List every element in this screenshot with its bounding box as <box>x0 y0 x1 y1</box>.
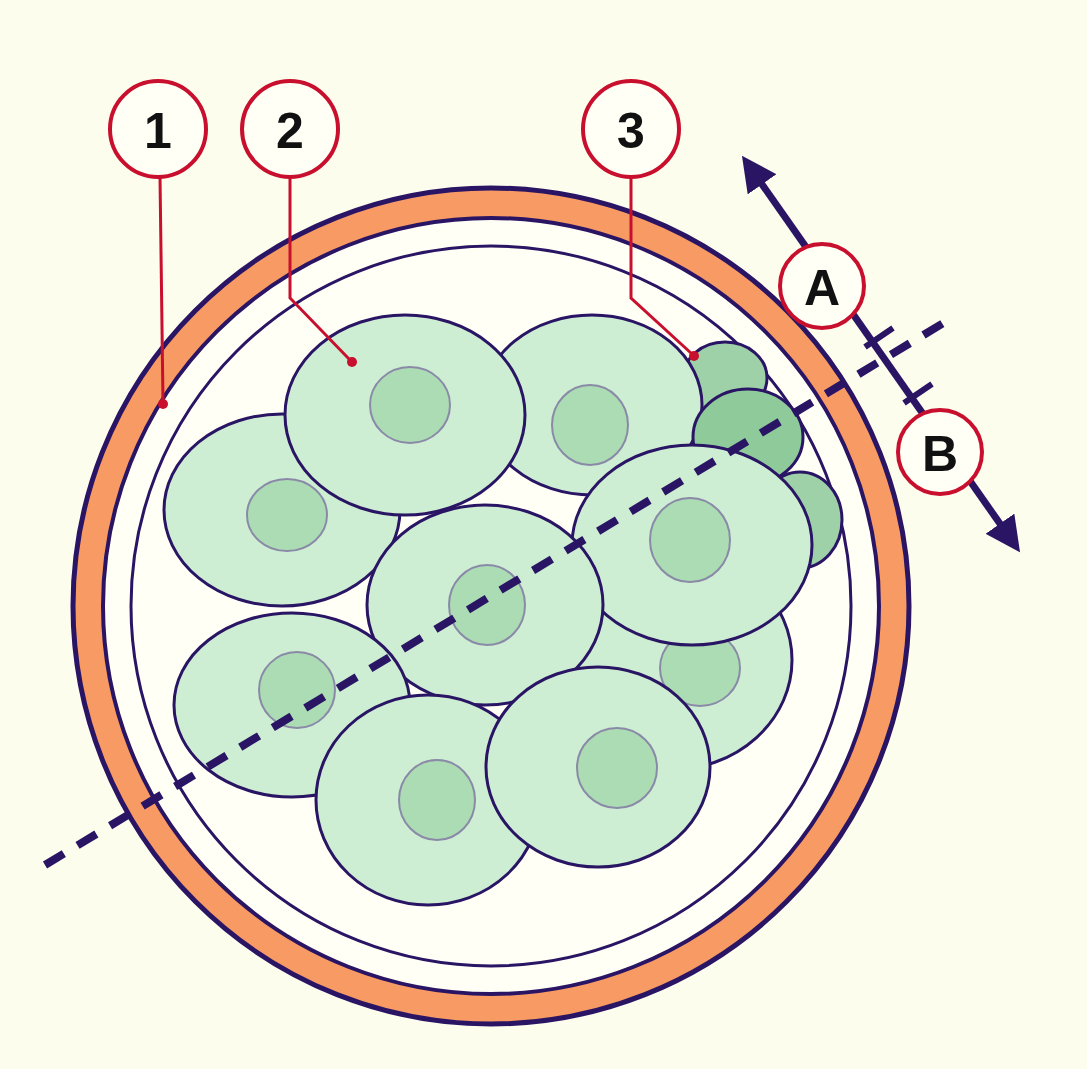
membrane <box>131 246 851 966</box>
callout-circle <box>583 81 679 177</box>
nucleus <box>370 367 450 443</box>
nucleus <box>650 498 730 582</box>
inner-space <box>103 218 879 994</box>
nucleus <box>449 565 525 645</box>
axis-line <box>45 322 945 865</box>
callout-label: A <box>804 263 840 313</box>
tick-mark <box>865 328 893 347</box>
cell <box>285 315 525 515</box>
leader-lines <box>160 177 692 402</box>
leader-line <box>631 177 692 354</box>
nucleus <box>259 652 335 728</box>
callout-circles <box>110 81 982 494</box>
callout-label: 2 <box>276 106 304 156</box>
leader-line <box>160 177 163 402</box>
cell <box>572 445 812 645</box>
callout-circle <box>242 81 338 177</box>
leader-line <box>290 177 350 360</box>
leader-dot <box>158 399 168 409</box>
cell <box>486 667 710 867</box>
callout-label: 3 <box>617 106 645 156</box>
callout-circle <box>780 244 864 328</box>
direction-arrow <box>752 170 1010 538</box>
callout-label: B <box>922 429 958 479</box>
nucleus <box>399 760 475 840</box>
callout-circle <box>110 81 206 177</box>
nucleus <box>552 385 628 465</box>
leader-dot <box>347 357 357 367</box>
nucleus <box>577 728 657 808</box>
outer-ring <box>73 188 909 1024</box>
leader-dot <box>689 351 699 361</box>
callout-circle <box>898 410 982 494</box>
cells <box>164 315 842 905</box>
tick-mark <box>904 384 932 403</box>
nucleus <box>247 479 327 551</box>
callout-label: 1 <box>144 106 172 156</box>
leader-dots <box>158 351 699 409</box>
